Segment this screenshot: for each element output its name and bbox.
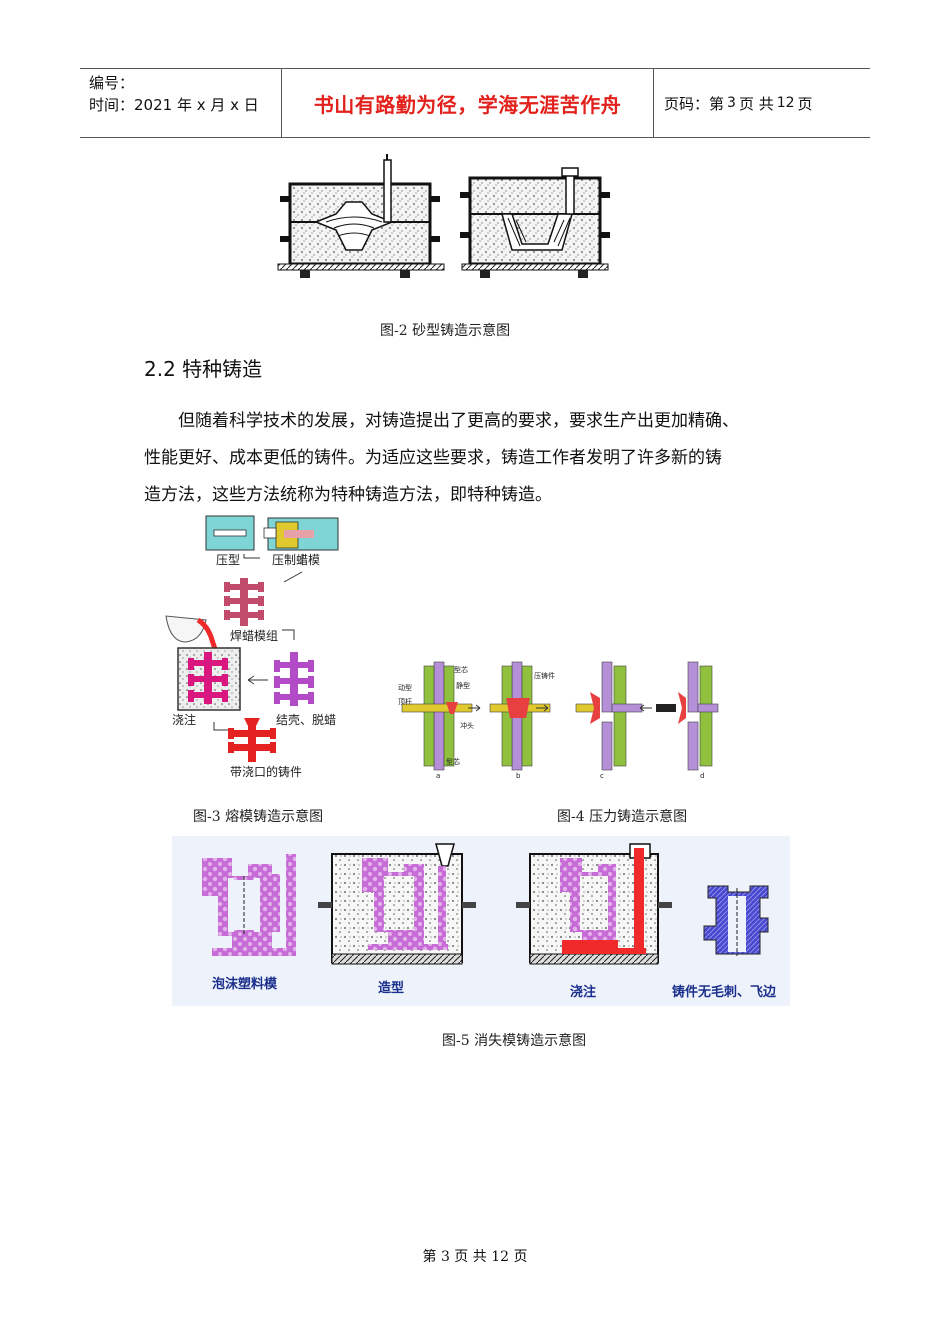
foam-pattern: [202, 854, 296, 956]
label-c: c: [600, 772, 604, 780]
molding-flask: [318, 843, 476, 965]
paragraph-line-3: 造方法，这些方法统称为特种铸造方法，即特种铸造。: [144, 485, 552, 505]
label-die-casting: 压铸件: [534, 671, 555, 680]
label-moving-mold: 动型: [398, 683, 412, 692]
label-weld-wax: 焊蜡模组: [230, 628, 278, 643]
header-meta: 编号： 时间：2021 年 x 月 x 日: [80, 69, 282, 137]
label-molding: 造型: [378, 980, 404, 996]
fig3-caption: 图-3 熔模铸造示意图: [193, 809, 324, 825]
label-core-top: 型芯: [454, 665, 468, 674]
page-header: 编号： 时间：2021 年 x 月 x 日 书山有路勤为径，学海无涯苦作舟 页码…: [80, 68, 870, 138]
label-result: 铸件无毛刺、飞边: [672, 984, 777, 1000]
header-page: 页码：第 3 页 共 12 页: [654, 69, 870, 137]
fig2-caption: 图-2 砂型铸造示意图: [380, 323, 511, 339]
header-motto: 书山有路勤为径，学海无涯苦作舟: [282, 69, 654, 137]
label-foam: 泡沫塑料模: [212, 976, 278, 992]
label-ejector: 顶杆: [398, 697, 412, 706]
label-shell: 结壳、脱蜡: [276, 712, 336, 727]
paragraph-line-2: 性能更好、成本更低的铸件。为适应这些要求，铸造工作者发明了许多新的铸: [144, 448, 722, 468]
label-pour: 浇注: [172, 712, 196, 727]
label-core-bottom: 型芯: [446, 757, 460, 766]
header-page-mid: 页 共: [738, 94, 774, 113]
die-panel-a: [401, 661, 481, 771]
label-static-mold: 静型: [456, 681, 470, 690]
die-casting-figure: 动型 顶杆 型芯 静型 冲头 型芯 压铸件 a b c d: [398, 661, 719, 780]
die-panel-c: [575, 661, 643, 771]
investment-casting-figure: 压型 压制蜡模 焊蜡模组 浇注 结壳、脱蜡 带浇口的铸件: [165, 515, 339, 779]
header-number: 编号：: [89, 74, 135, 92]
header-page-prefix: 页码：第: [664, 94, 725, 113]
label-press-wax: 压制蜡模: [272, 553, 320, 567]
label-press-mold: 压型: [216, 553, 240, 567]
sand-casting-figure: [277, 154, 610, 278]
header-page-suffix: 页: [797, 94, 813, 113]
die-panel-b: [489, 661, 551, 771]
header-page-total: 12: [776, 95, 795, 111]
page-footer: 第 3 页 共 12 页: [422, 1249, 528, 1265]
label-pouring: 浇注: [570, 984, 596, 1000]
label-punch: 冲头: [460, 721, 474, 730]
left-flask: [277, 154, 445, 278]
fig4-caption: 图-4 压力铸造示意图: [557, 809, 688, 825]
pouring-flask: [516, 843, 672, 965]
label-d: d: [700, 772, 704, 780]
section-title: 2.2 特种铸造: [144, 357, 263, 381]
die-panel-d: [639, 661, 719, 771]
lost-foam-figure: 泡沫塑料模 造型 浇注 铸件无毛刺、飞边: [172, 836, 790, 1006]
label-b: b: [516, 772, 521, 780]
final-casting: [703, 885, 769, 956]
body-paragraph: 但随着科学技术的发展，对铸造提出了更高的要求，要求生产出更加精确、 性能更好、成…: [144, 403, 824, 514]
header-page-current: 3: [727, 95, 736, 111]
fig5-caption: 图-5 消失模铸造示意图: [442, 1033, 587, 1049]
label-a: a: [436, 772, 440, 780]
paragraph-line-1: 但随着科学技术的发展，对铸造提出了更高的要求，要求生产出更加精确、: [178, 411, 739, 431]
right-flask: [460, 167, 610, 278]
label-casting: 带浇口的铸件: [230, 764, 302, 779]
header-time: 时间：2021 年 x 月 x 日: [89, 96, 259, 114]
